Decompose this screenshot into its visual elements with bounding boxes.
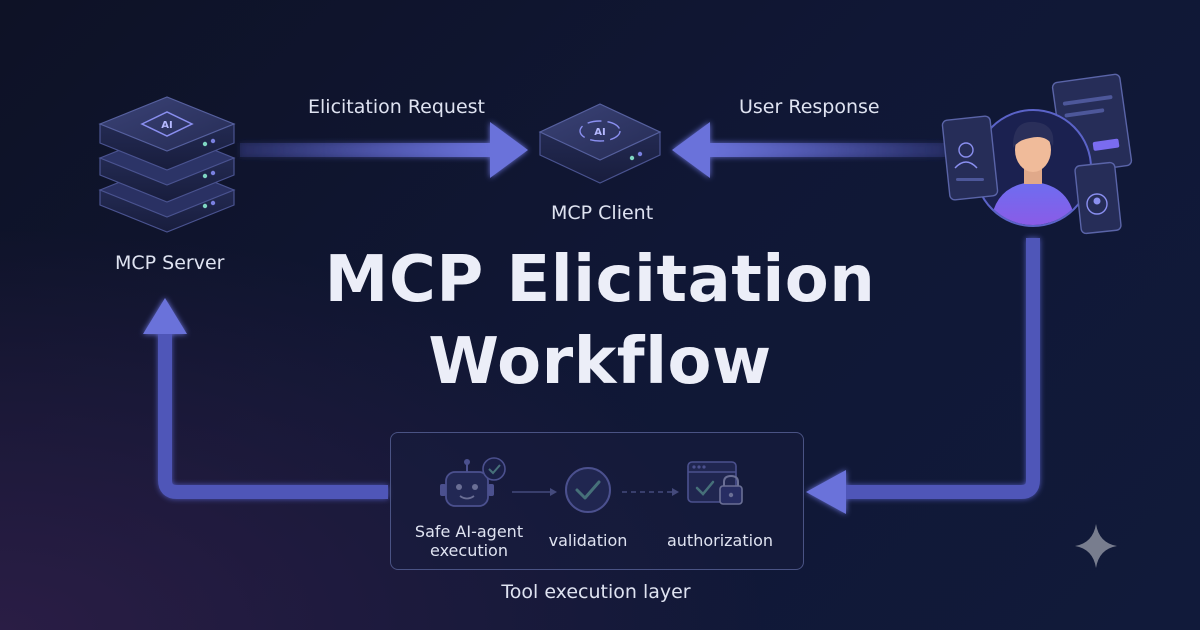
mcp-server-icon: AI <box>98 96 236 233</box>
user-card-icon <box>1074 161 1122 235</box>
client-ai-badge: AI <box>594 127 605 138</box>
arrow-user-to-tool-layer <box>806 238 1040 514</box>
step-label-safe-ai-agent: Safe AI-agent execution <box>410 522 528 560</box>
arrow-tool-layer-to-server <box>143 298 388 499</box>
diagram-title-line-1: MCP Elicitation <box>324 243 876 317</box>
arrow-elicitation-request <box>240 122 528 178</box>
user-avatar-icon <box>941 73 1133 235</box>
step-label-validation: validation <box>548 531 628 550</box>
step-label-safe-ai-agent-line-1: Safe AI-agent <box>414 522 524 541</box>
server-ai-badge: AI <box>161 120 172 131</box>
tool-execution-layer-panel <box>390 432 804 570</box>
arrow-user-response <box>672 122 945 178</box>
tool-execution-layer-caption: Tool execution layer <box>501 581 691 603</box>
node-label-mcp-server: MCP Server <box>115 252 225 274</box>
edge-label-user-response: User Response <box>739 96 880 118</box>
mcp-client-icon: AI <box>538 103 662 184</box>
sparkle-icon <box>1075 524 1117 568</box>
step-label-safe-ai-agent-line-2: execution <box>430 541 508 560</box>
edge-label-elicitation-request: Elicitation Request <box>308 96 485 118</box>
node-label-mcp-client: MCP Client <box>551 202 654 224</box>
profile-card-icon <box>941 115 999 201</box>
diagram-title-line-2: Workflow <box>428 325 772 399</box>
step-label-authorization: authorization <box>666 531 774 550</box>
